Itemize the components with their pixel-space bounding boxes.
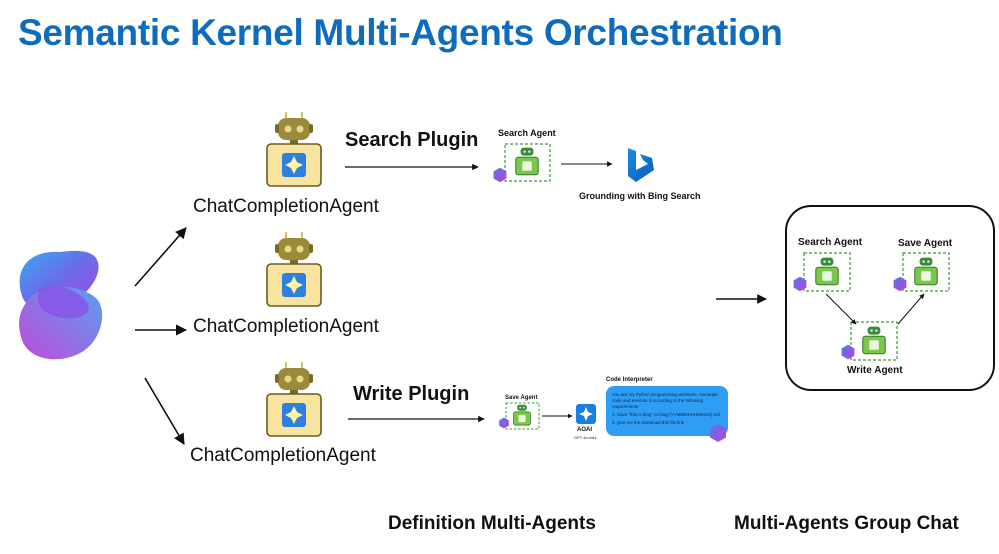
semantic-kernel-logo-icon: [19, 250, 103, 360]
footer-right-label: Multi-Agents Group Chat: [734, 513, 959, 534]
arrow-to-agent-1: [134, 227, 187, 287]
gc-write-agent-label: Write Agent: [847, 365, 903, 376]
robot-icon-2: [266, 231, 322, 307]
gc-write-to-save-arrow: [897, 293, 925, 325]
arrow-to-agent-3: [144, 377, 185, 445]
code-interpreter-label: Code Interpreter: [606, 377, 653, 383]
bubble-line-3: requirements: [612, 404, 639, 409]
bing-label: Grounding with Bing Search: [579, 191, 701, 201]
gc-save-agent-label: Save Agent: [898, 238, 953, 249]
agent-label-3: ChatCompletionAgent: [190, 445, 376, 466]
bubble-line-5: 2. give me the download this file link: [612, 420, 685, 425]
gc-save-agent-box: [902, 252, 950, 292]
robot-icon-1: [266, 111, 322, 187]
bing-icon: [628, 148, 654, 182]
search-agent-box: [504, 143, 551, 182]
page-title: Semantic Kernel Multi-Agents Orchestrati…: [18, 12, 783, 53]
bubble-line-1: You are my Python programming assistant.…: [612, 392, 718, 397]
aoai-model-label: GPT-4o-mini: [574, 435, 597, 440]
gc-search-to-write-arrow: [825, 293, 857, 325]
sk-hex-icon-small: [499, 417, 509, 429]
code-interpreter-bubble: You are my Python programming assistant.…: [606, 386, 728, 436]
agent-label-1: ChatCompletionAgent: [193, 196, 379, 217]
search-agent-label: Search Agent: [498, 128, 556, 138]
bubble-line-2: code and execute it according to the fol…: [612, 398, 704, 403]
gc-search-agent-box: [803, 252, 851, 292]
footer-left-label: Definition Multi-Agents: [388, 513, 596, 534]
search-plugin-label: Search Plugin: [345, 129, 479, 151]
aoai-icon: [576, 404, 596, 424]
group-chat-box: [785, 205, 995, 391]
gc-search-agent-label: Search Agent: [798, 237, 863, 248]
search-agent-icon: [515, 147, 539, 176]
save-agent-box: [505, 402, 540, 430]
robot-icon-3: [266, 361, 322, 437]
gc-write-agent-box: [850, 321, 898, 361]
write-plugin-label: Write Plugin: [353, 383, 470, 405]
save-agent-icon: [513, 404, 531, 426]
agent-label-2: ChatCompletionAgent: [193, 316, 379, 337]
bubble-line-4: 1. Save "this is blog" to blog-{YYMMDDHH…: [612, 412, 720, 417]
aoai-label: AOAI: [577, 427, 592, 433]
save-agent-label: Save Agent: [505, 395, 538, 401]
